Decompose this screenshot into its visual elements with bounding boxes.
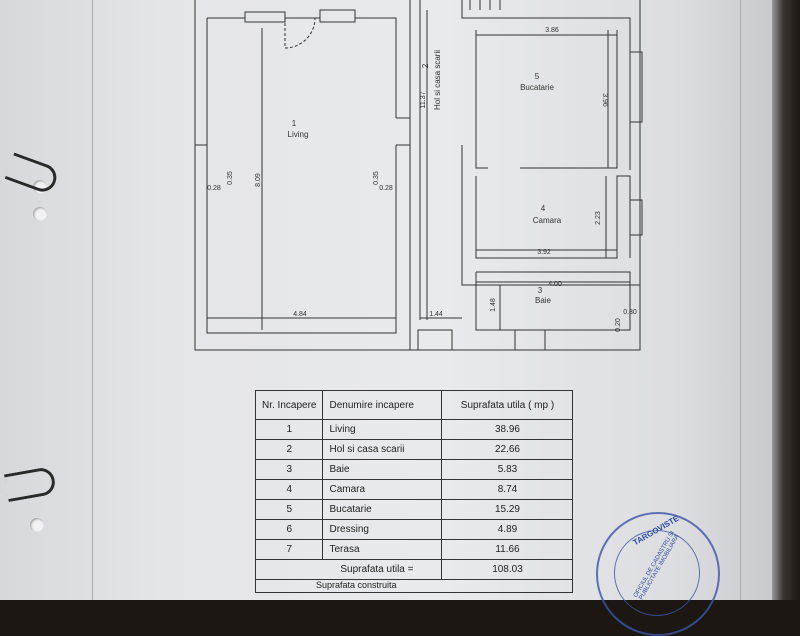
punch-hole	[30, 518, 44, 532]
page-edge	[772, 0, 800, 600]
window-camara	[629, 199, 643, 236]
table-cell: 8.74	[441, 479, 574, 500]
dim-hol-width: 1.44	[429, 311, 443, 318]
dim-hol-height: 11.37	[420, 91, 427, 108]
dim-bucatarie-height: 3.96	[601, 93, 608, 107]
dim-baie-width: 4.00	[548, 281, 562, 288]
table-total-row: Suprafata utila = 108.03	[254, 559, 574, 580]
table-header-row: Nr. Incapere Denumire incapere Suprafata…	[254, 390, 574, 420]
table-cell: 15.29	[441, 499, 574, 520]
table-header: Nr. Incapere	[254, 390, 324, 420]
dim-living-width: 4.84	[293, 311, 307, 318]
floor-plan: 1 Living 2 Hol si casa scarii 5 Bucatari…	[194, 0, 643, 351]
table-cell: 5	[254, 499, 324, 520]
dim-living-wall-a: 0.35	[227, 171, 234, 185]
table-cell: 7	[254, 539, 324, 560]
dim-living-wall-b: 0.28	[207, 185, 221, 192]
table-row: 3 Baie 5.83	[254, 459, 574, 480]
room-name-bucatarie: Bucatarie	[520, 83, 554, 92]
table-header: Suprafata utila ( mp )	[441, 390, 574, 420]
dim-baie-height: 1.48	[490, 298, 497, 312]
table-cell: 38.96	[441, 419, 574, 440]
dim-living-wall-d: 0.28	[379, 185, 393, 192]
table-cell: 11.66	[441, 539, 574, 560]
table-cell: 4	[254, 479, 324, 500]
table-cell: 2	[254, 439, 324, 460]
window-baie-right	[514, 329, 546, 351]
punch-hole	[33, 207, 47, 221]
table-cell: 4.89	[441, 519, 574, 540]
table-cell: 1	[254, 419, 324, 440]
room-number-bucatarie: 5	[535, 72, 540, 81]
table-cell: Dressing	[322, 519, 443, 540]
table-cell: 3	[254, 459, 324, 480]
table-row: 1 Living 38.96	[254, 419, 574, 440]
total-value: 108.03	[441, 559, 574, 580]
dim-camara-width: 3.92	[537, 249, 551, 256]
table-row: 5 Bucatarie 15.29	[254, 499, 574, 520]
room-number-baie: 3	[538, 286, 543, 295]
table-cell: Hol si casa scarii	[322, 439, 443, 460]
room-name-living: Living	[288, 130, 309, 139]
living-outer-wall	[194, 0, 411, 351]
table-row: 2 Hol si casa scarii 22.66	[254, 439, 574, 460]
window-bucatarie	[629, 51, 643, 123]
table-cell: 6	[254, 519, 324, 540]
window-baie-left	[417, 329, 453, 351]
living-inner-wall	[206, 18, 397, 334]
table-partial-row: Suprafata construita	[254, 579, 574, 593]
partial-label: Suprafata construita	[254, 579, 574, 593]
dim-baie-wall-b: 0.30	[623, 309, 637, 316]
room-name-hol: Hol si casa scarii	[433, 50, 442, 110]
table-cell: Camara	[322, 479, 443, 500]
table-cell: Terasa	[322, 539, 443, 560]
room-number-living: 1	[292, 119, 297, 128]
room-name-camara: Camara	[533, 216, 562, 225]
window-top-left	[244, 11, 286, 23]
margin-line-left	[92, 0, 93, 600]
margin-line-right	[740, 0, 741, 600]
dim-living-wall-c: 0.35	[373, 171, 380, 185]
table-cell: Baie	[322, 459, 443, 480]
dim-baie-wall-a: 0.20	[615, 318, 622, 332]
table-cell: 5.83	[441, 459, 574, 480]
table-row: 6 Dressing 4.89	[254, 519, 574, 540]
table-cell: 22.66	[441, 439, 574, 460]
room-name-baie: Baie	[535, 296, 552, 305]
rooms-table: Nr. Incapere Denumire incapere Suprafata…	[254, 390, 574, 593]
room-number-camara: 4	[541, 204, 546, 213]
punch-hole	[33, 180, 47, 194]
total-label: Suprafata utila =	[254, 559, 443, 580]
table-cell: Living	[322, 419, 443, 440]
table-row: 4 Camara 8.74	[254, 479, 574, 500]
room-number-hol: 2	[421, 63, 430, 68]
table-cell: Bucatarie	[322, 499, 443, 520]
window-top-right	[319, 9, 356, 23]
dim-living-height: 8.09	[255, 173, 262, 187]
table-header: Denumire incapere	[322, 390, 443, 420]
table-row: 7 Terasa 11.66	[254, 539, 574, 560]
door-arc	[284, 17, 316, 49]
dim-bucatarie-width: 3.86	[545, 27, 559, 34]
dim-camara-height: 2.23	[595, 211, 602, 225]
